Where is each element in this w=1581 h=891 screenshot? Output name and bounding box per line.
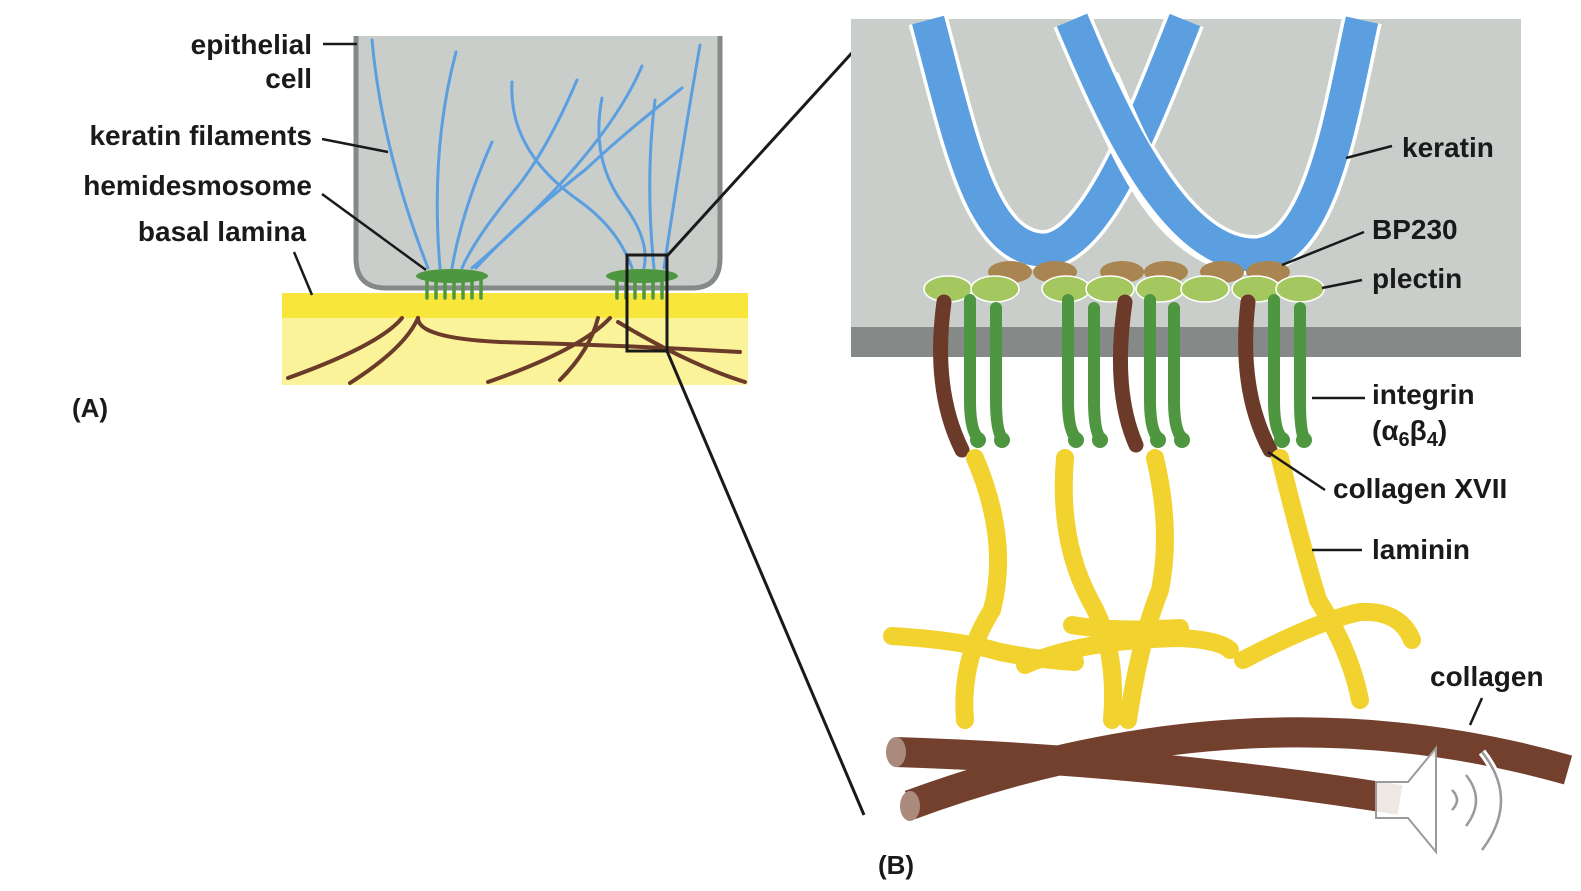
label-integrin-subunits: (α6β4): [1372, 415, 1447, 451]
label-collagen-xvii: collagen XVII: [1333, 473, 1507, 504]
keratin-filaments: [370, 38, 702, 270]
label-integrin: integrin: [1372, 379, 1475, 410]
zoom-box: [625, 253, 669, 353]
label-epithelial-cell: epithelial: [191, 29, 312, 60]
plectin-proteins: [923, 275, 1325, 303]
label-basal-lamina: basal lamina: [138, 216, 307, 247]
leader-basal-lamina: [292, 251, 314, 296]
basal-lamina-layer: [282, 293, 748, 385]
leader-collagen-xvii: [1267, 450, 1326, 492]
hemidesmosome-left: [416, 269, 488, 300]
label-bp230: BP230: [1372, 214, 1458, 245]
panel-label-b: (B): [878, 850, 914, 880]
hemidesmosome-right: [606, 269, 678, 300]
leader-plectin: [1321, 278, 1363, 290]
plasma-membrane: [851, 327, 1521, 357]
label-epithelial-cell-2: cell: [265, 63, 312, 94]
label-laminin: laminin: [1372, 534, 1470, 565]
leader-hemidesmosome: [321, 192, 427, 272]
label-hemidesmosome: hemidesmosome: [83, 170, 312, 201]
zoom-connectors: [665, 42, 866, 816]
panel-b: keratin BP230 plectin integrin (α6β4) co…: [851, 12, 1573, 880]
leader-bp230: [1281, 230, 1365, 267]
keratin-bundle: [908, 12, 1382, 275]
panel-label-a: (A): [72, 393, 108, 423]
speaker-icon[interactable]: [1375, 745, 1505, 855]
panel-a: epithelial cell keratin filaments hemide…: [72, 29, 748, 423]
label-keratin: keratin: [1402, 132, 1494, 163]
label-plectin: plectin: [1372, 263, 1462, 294]
collagen-xvii-proteins: [933, 294, 1278, 458]
leader-keratin-filaments: [321, 137, 389, 154]
collagen-fibrils: [886, 717, 1573, 821]
leader-keratin: [1345, 144, 1393, 160]
label-collagen: collagen: [1430, 661, 1544, 692]
leader-collagen: [1468, 697, 1484, 726]
laminin-proteins: [883, 449, 1421, 729]
label-keratin-filaments: keratin filaments: [89, 120, 312, 151]
